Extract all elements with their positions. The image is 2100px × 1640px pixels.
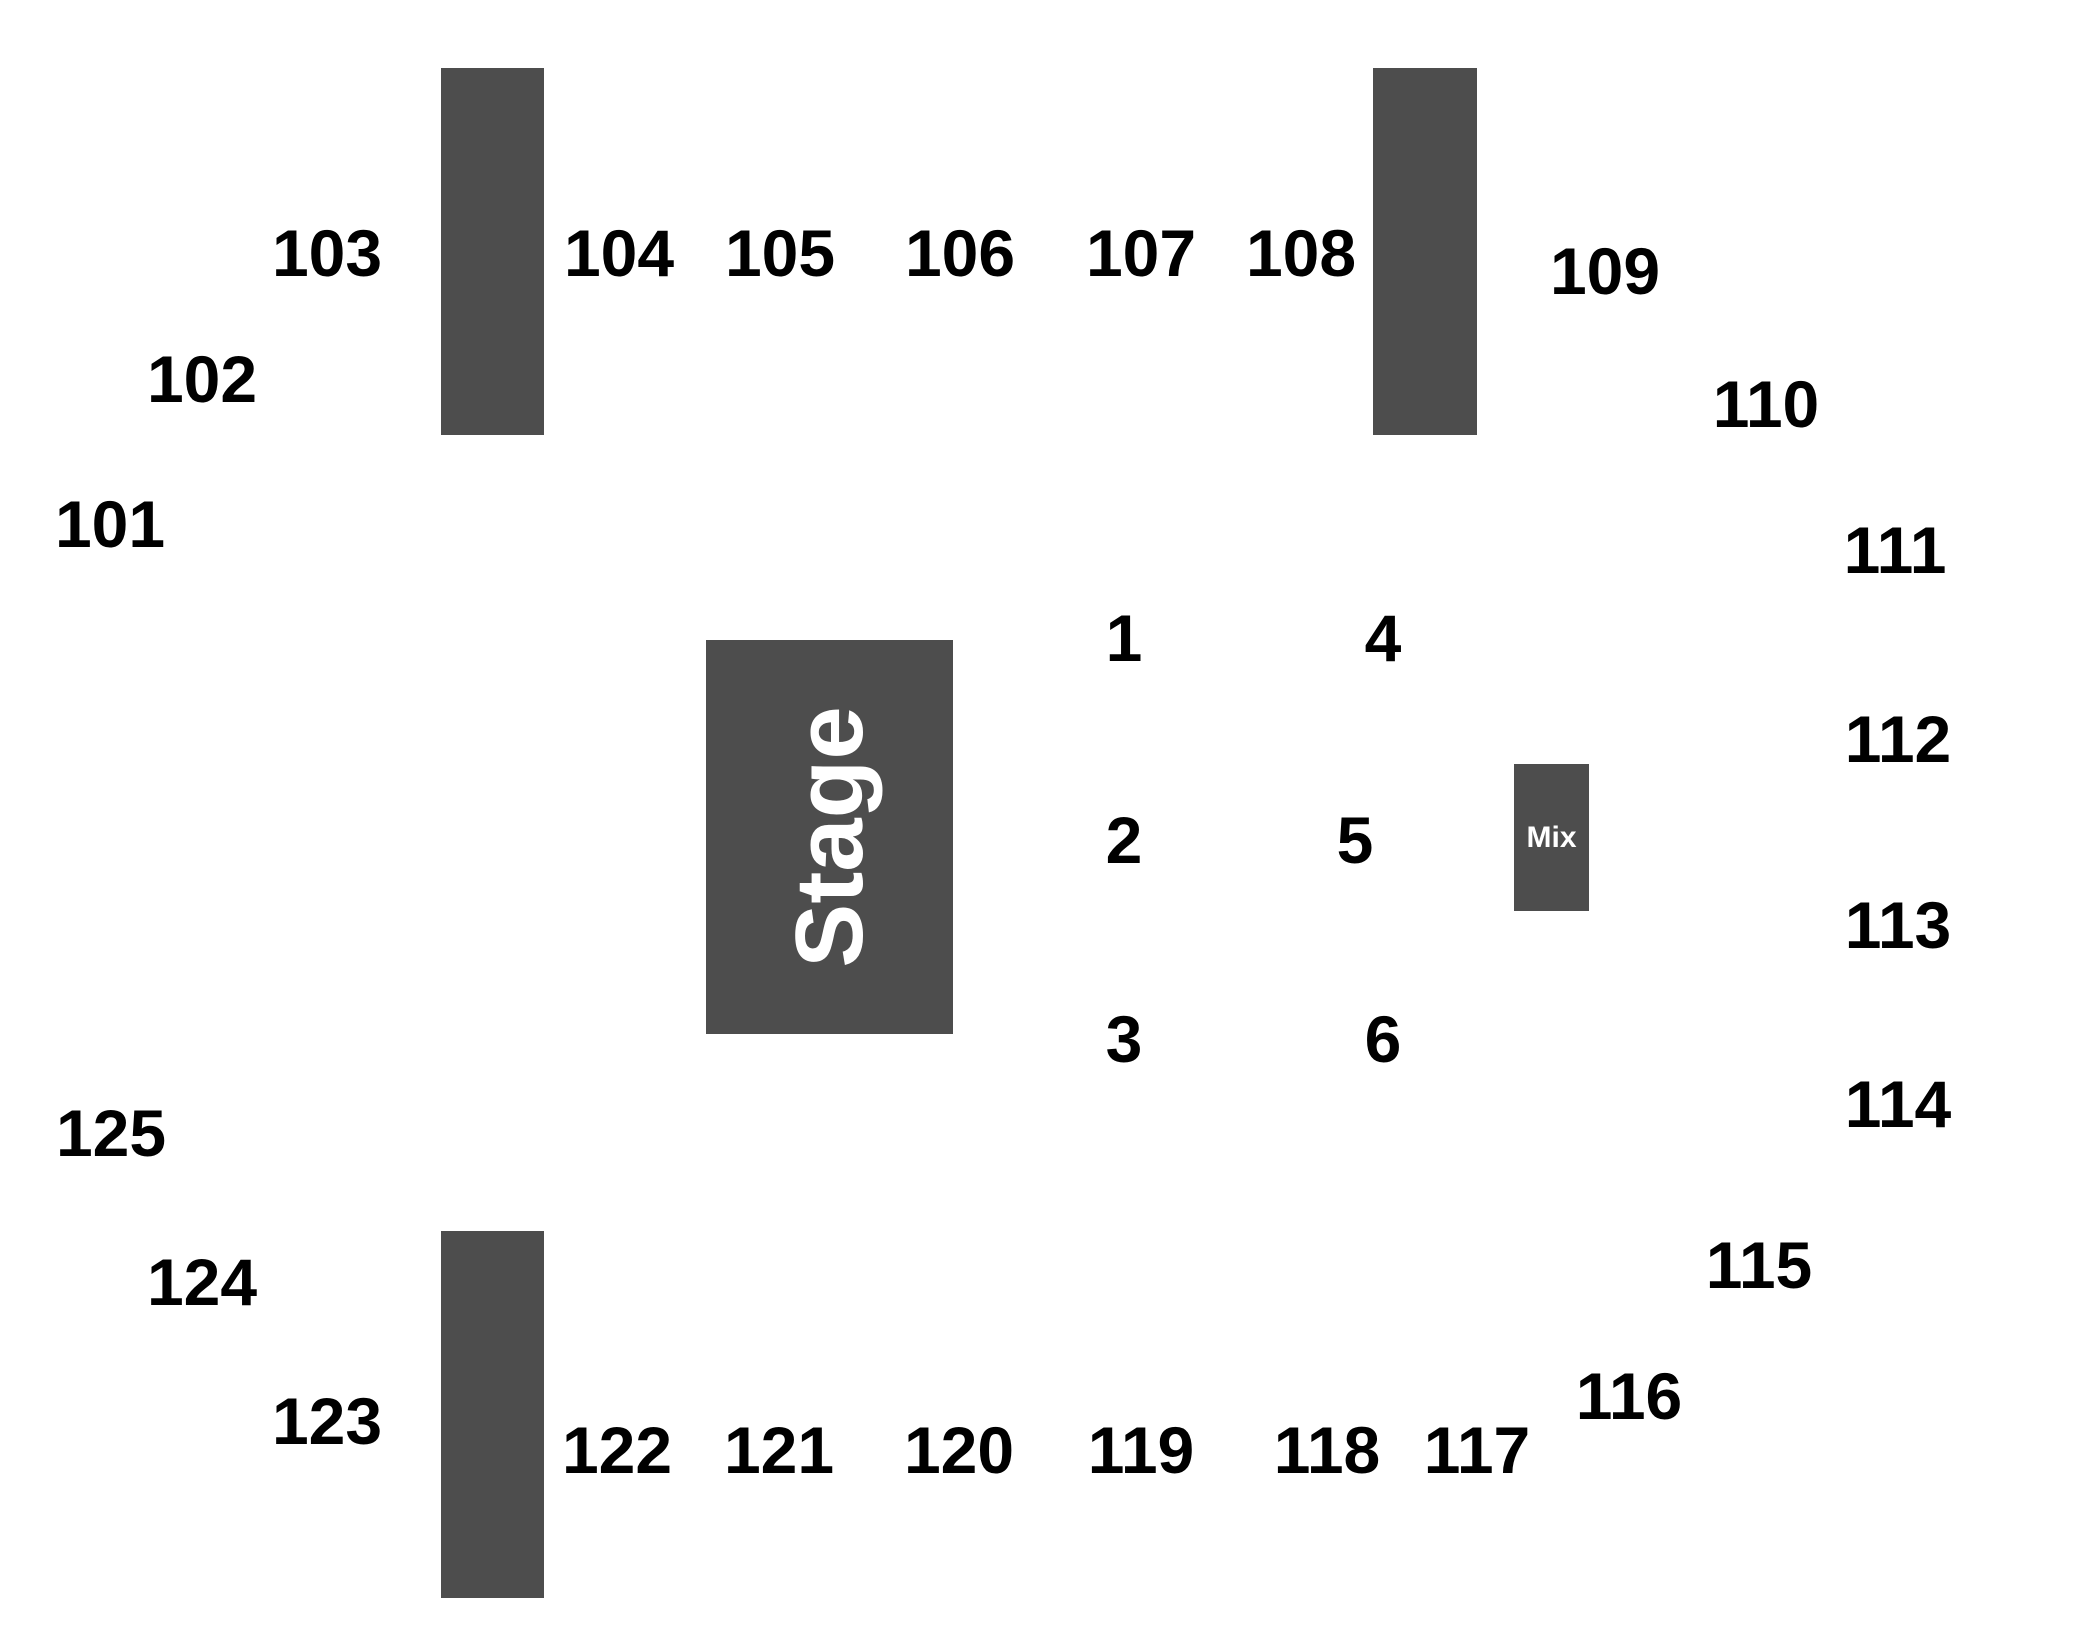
section-117[interactable]: 117: [1423, 1413, 1531, 1487]
floor-section-6[interactable]: 6: [1364, 1002, 1402, 1076]
section-112[interactable]: 112: [1844, 702, 1952, 776]
pillar-bottom-left: [441, 1231, 544, 1598]
floor-section-3[interactable]: 3: [1105, 1002, 1143, 1076]
pillar-top-right: [1373, 68, 1477, 435]
floor-section-5[interactable]: 5: [1336, 803, 1374, 877]
section-125[interactable]: 125: [55, 1096, 167, 1170]
section-114[interactable]: 114: [1844, 1067, 1952, 1141]
section-109[interactable]: 109: [1549, 234, 1661, 308]
section-119[interactable]: 119: [1087, 1413, 1195, 1487]
section-123[interactable]: 123: [271, 1384, 383, 1458]
section-105[interactable]: 105: [724, 216, 836, 290]
section-103[interactable]: 103: [271, 216, 383, 290]
section-108[interactable]: 108: [1245, 216, 1357, 290]
section-122[interactable]: 122: [561, 1413, 673, 1487]
section-102[interactable]: 102: [146, 342, 258, 416]
section-118[interactable]: 118: [1273, 1413, 1381, 1487]
pillar-top-left: [441, 68, 544, 435]
floor-section-1[interactable]: 1: [1105, 601, 1143, 675]
stage[interactable]: Stage: [706, 640, 953, 1034]
stage-label: Stage: [775, 706, 883, 968]
mix-label: Mix: [1526, 820, 1577, 854]
section-106[interactable]: 106: [904, 216, 1016, 290]
section-121[interactable]: 121: [723, 1413, 835, 1487]
floor-section-2[interactable]: 2: [1105, 803, 1143, 877]
section-113[interactable]: 113: [1844, 888, 1952, 962]
mix-position[interactable]: Mix: [1514, 764, 1589, 911]
section-124[interactable]: 124: [146, 1245, 258, 1319]
section-104[interactable]: 104: [563, 216, 675, 290]
section-111[interactable]: 111: [1843, 513, 1947, 587]
floor-section-4[interactable]: 4: [1364, 601, 1402, 675]
section-115[interactable]: 115: [1705, 1228, 1813, 1302]
section-107[interactable]: 107: [1085, 216, 1197, 290]
section-116[interactable]: 116: [1575, 1359, 1683, 1433]
section-101[interactable]: 101: [54, 487, 166, 561]
section-120[interactable]: 120: [903, 1413, 1015, 1487]
section-110[interactable]: 110: [1712, 367, 1820, 441]
